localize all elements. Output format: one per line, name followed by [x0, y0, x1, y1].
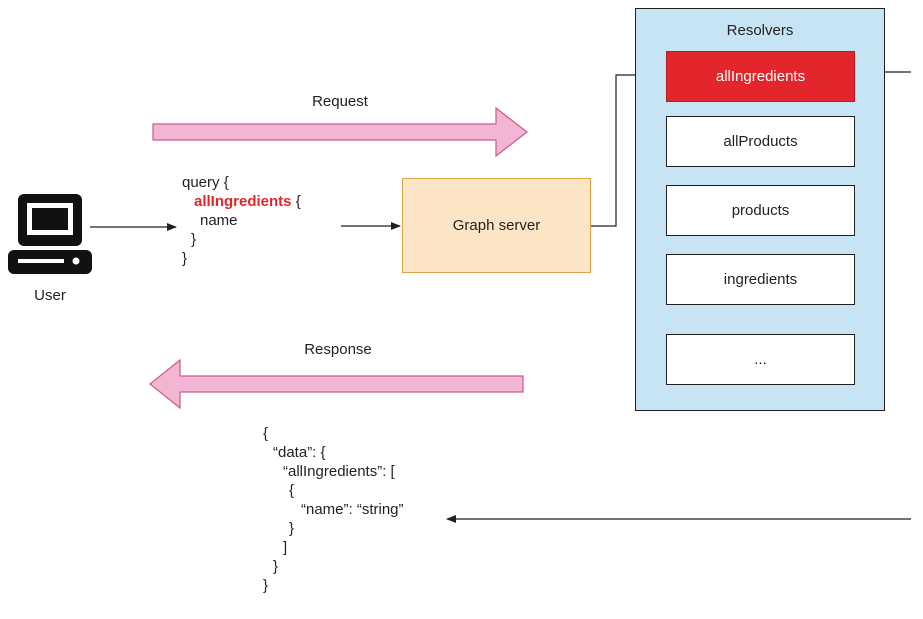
query-field-highlight: allIngredients — [194, 193, 292, 210]
graph-server-label: Graph server — [452, 217, 541, 234]
response-arrow-shape — [149, 358, 524, 410]
json-line-8: } — [273, 558, 279, 575]
resolver-all-products: allProducts — [666, 116, 855, 167]
resolvers-title: Resolvers — [726, 22, 794, 39]
json-line-9: } — [263, 577, 269, 594]
query-line-5: } — [182, 250, 188, 267]
json-line-6: } — [289, 520, 295, 537]
query-line-3: name — [200, 212, 238, 229]
response-json: { “data”: { “allIngredients”: [ { “name”… — [263, 424, 404, 595]
resolver-more: ... — [666, 334, 855, 385]
json-line-4: { — [289, 482, 295, 499]
graph-server-box: Graph server — [402, 178, 591, 273]
query-line-1: query { — [182, 174, 229, 191]
query-code: query { allIngredients { name } } — [182, 173, 301, 268]
json-line-5: “name”: “string” — [301, 501, 404, 518]
json-line-7: ] — [283, 539, 288, 556]
json-line-1: { — [263, 425, 269, 442]
query-line-4: } — [191, 231, 197, 248]
user-group: User — [8, 194, 92, 304]
request-arrow — [152, 106, 528, 158]
resolver-ingredients: ingredients — [666, 254, 855, 305]
json-line-3: “allIngredients”: [ — [283, 463, 395, 480]
query-line-2: allIngredients { — [194, 193, 301, 210]
request-label: Request — [312, 93, 368, 110]
resolver-products: products — [666, 185, 855, 236]
response-label: Response — [304, 341, 372, 358]
computer-user-icon — [8, 194, 92, 274]
resolver-all-ingredients: allIngredients — [666, 51, 855, 102]
json-line-2: “data”: { — [273, 444, 326, 461]
user-label: User — [34, 287, 66, 304]
